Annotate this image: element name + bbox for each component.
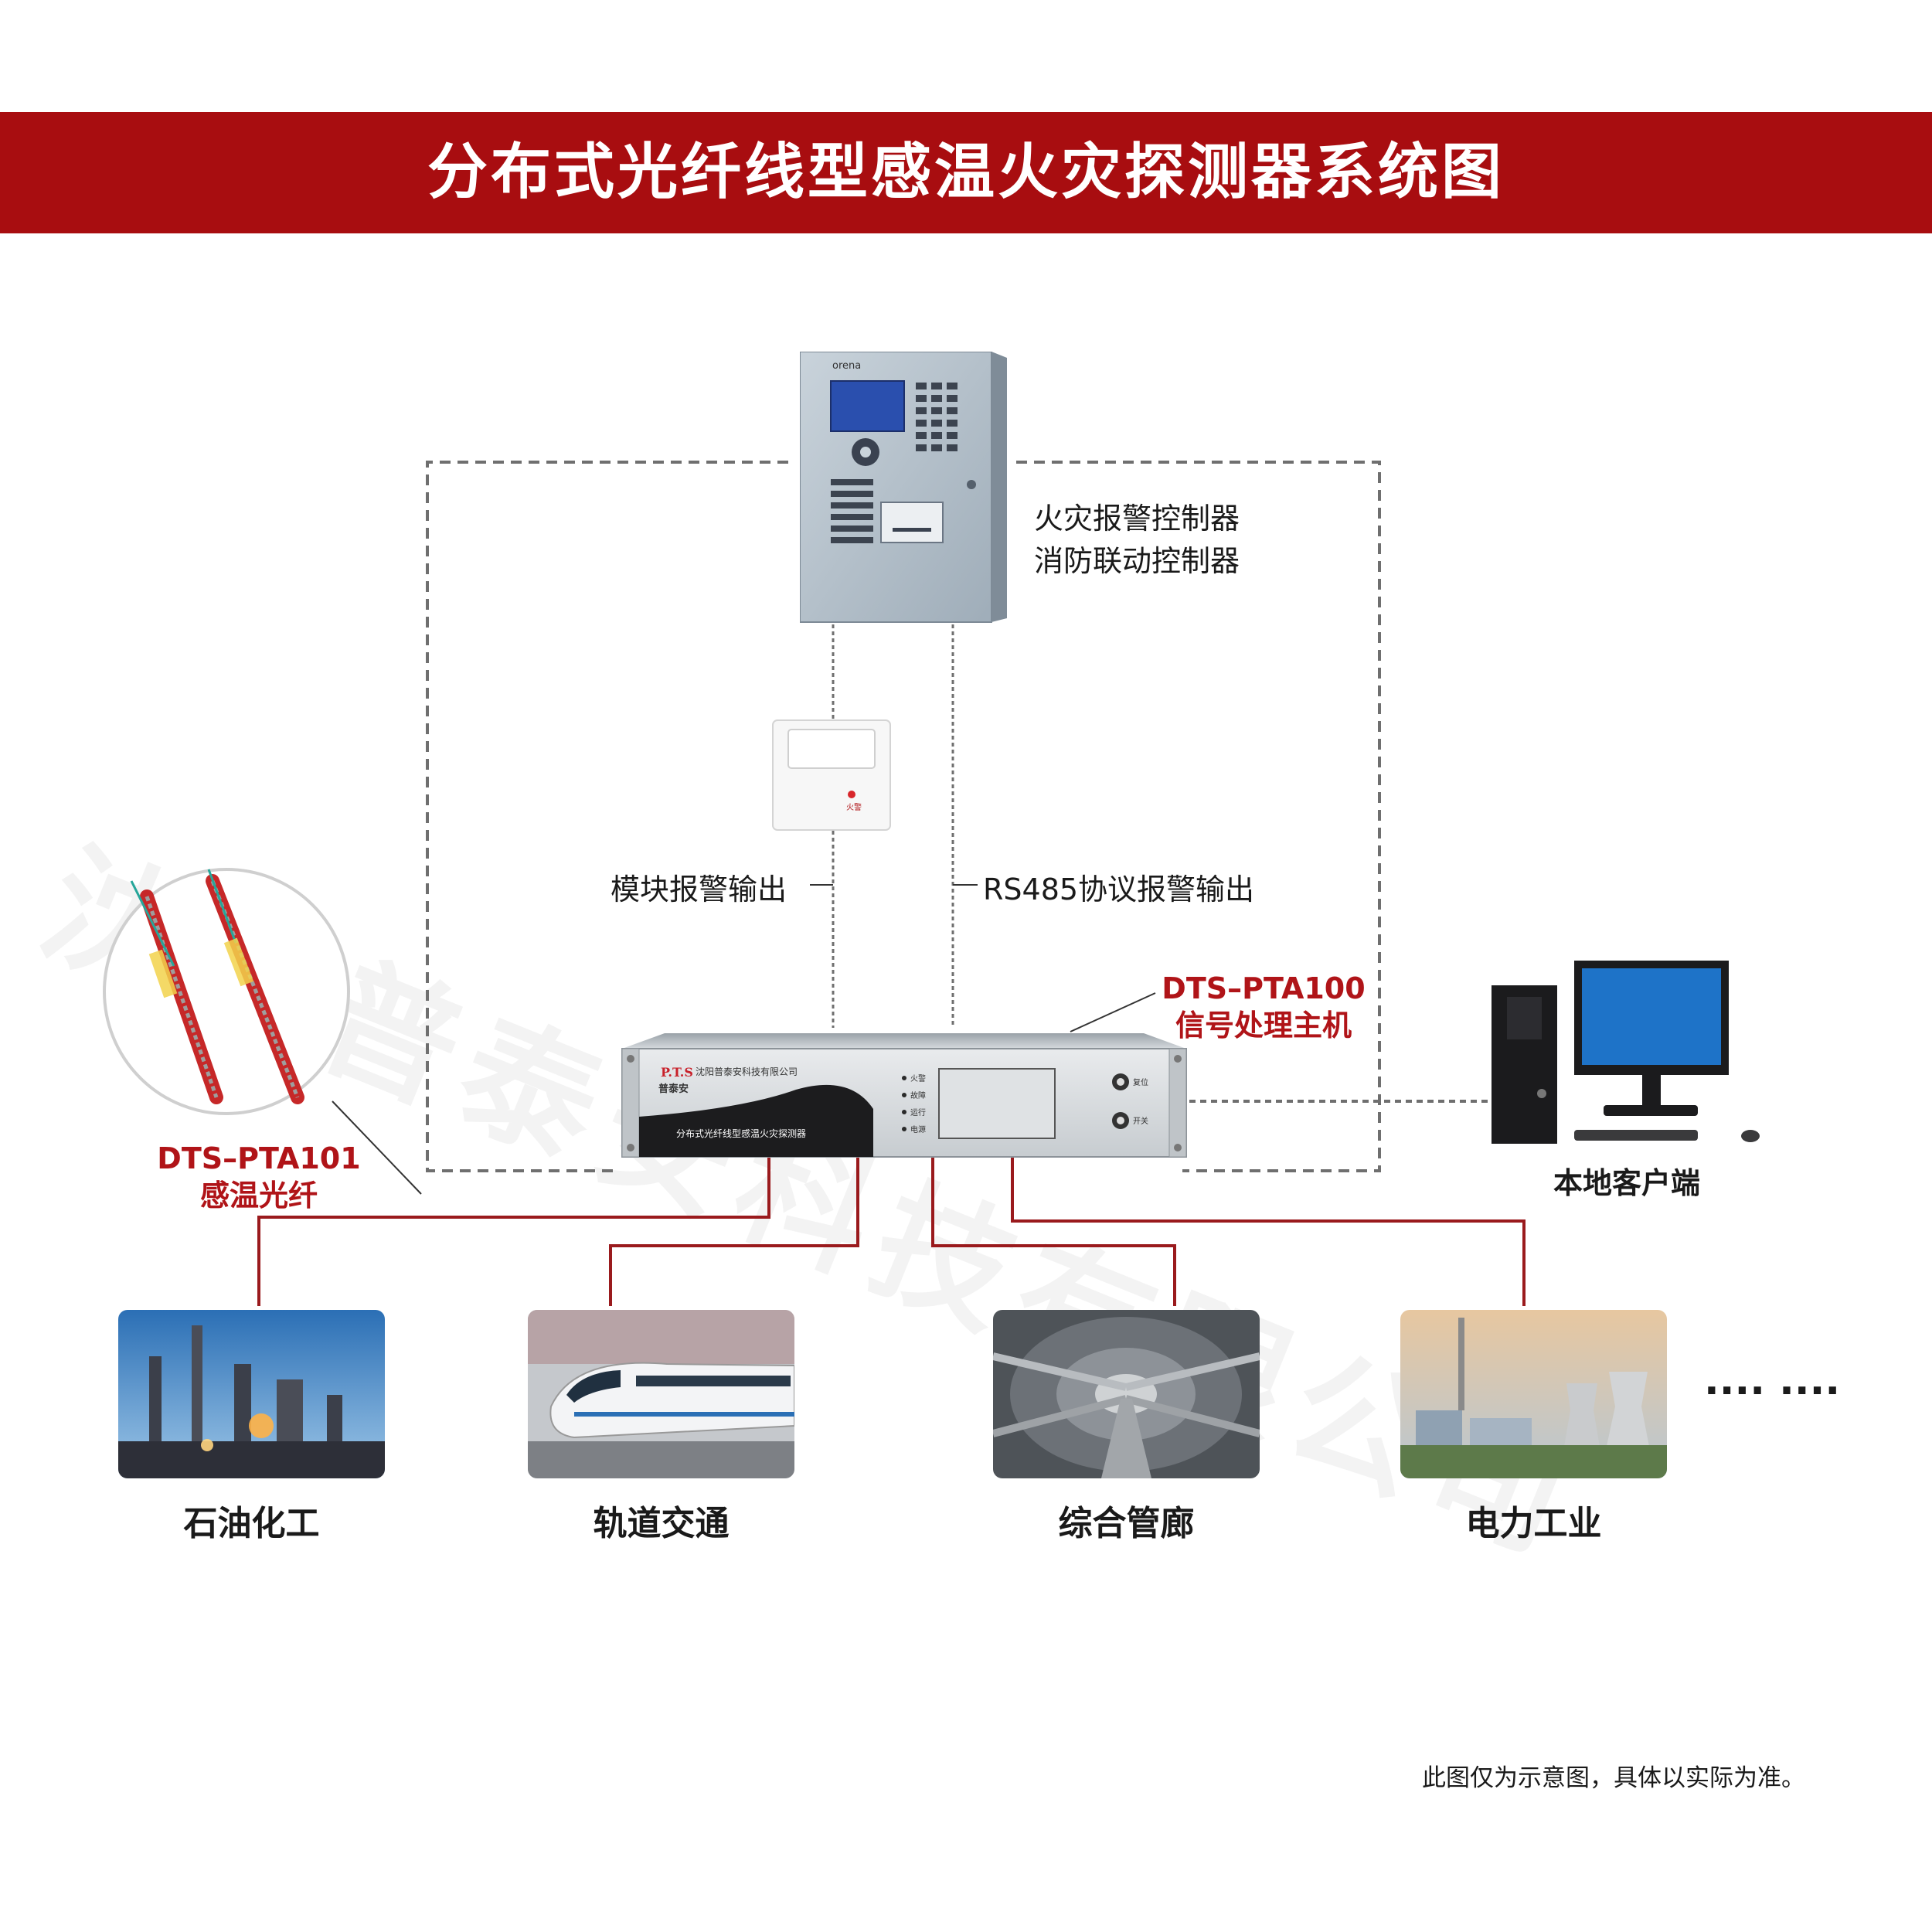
petrochemical-photo [118,1310,385,1478]
application-label-2: 轨道交通 [593,1504,730,1543]
dashed-loop-right [1016,461,1381,1172]
host-power-label: 开关 [1133,1116,1148,1126]
local-client-label: 本地客户端 [1553,1166,1700,1200]
host-logo: P.T.S [661,1065,693,1080]
alarm-module-illustration: 火警 [772,719,891,831]
host-label: DTS–PTA100 信号处理主机 [1151,970,1376,1044]
more-applications-ellipsis: ···· ···· [1704,1368,1841,1414]
host-company: 沈阳普泰安科技有限公司 [696,1066,798,1077]
host-name: 信号处理主机 [1175,1009,1352,1043]
app-link-3 [931,1151,1176,1306]
host-logo-cn: 普泰安 [658,1083,689,1095]
application-label-4: 电力工业 [1465,1504,1602,1543]
module-alarm-label: 火警 [846,802,862,812]
title-banner: 分布式光纤线型感温火灾探测器系统图 [0,112,1932,233]
fiber-magnifier-illustration [103,868,350,1115]
footnote: 此图仅为示意图，具体以实际为准。 [1422,1764,1805,1792]
app-link-1 [257,1151,770,1306]
app-link-2 [609,1151,859,1306]
controller-label-line2: 消防联动控制器 [1034,544,1240,578]
rs485-output-label: RS485协议报警输出 [983,872,1255,906]
page-title: 分布式光纤线型感温火灾探测器系统图 [427,138,1505,207]
host-reset-label: 复位 [1133,1077,1148,1087]
application-label-1: 石油化工 [183,1504,320,1543]
host-indicator-4: 电源 [910,1124,926,1134]
fiber-label-pointer [332,1100,422,1195]
host-indicator-3: 运行 [910,1107,926,1117]
host-panel-name: 分布式光纤线型感温火灾探测器 [676,1128,806,1139]
power-industry-photo [1400,1310,1667,1478]
controller-brand: orena [832,360,861,372]
signal-processing-host-illustration: P.T.S 普泰安 沈阳普泰安科技有限公司 分布式光纤线型感温火灾探测器 火警 … [621,1033,1187,1158]
application-label-3: 综合管廊 [1058,1504,1195,1543]
fiber-model: DTS–PTA101 [157,1141,361,1175]
local-client-illustration [1492,961,1760,1144]
host-label-pointer [1070,992,1156,1032]
host-indicator-2: 故障 [910,1090,926,1100]
fiber-label: DTS–PTA101 感温光纤 [147,1140,371,1214]
controller-label-line1: 火灾报警控制器 [1034,502,1240,536]
rail-transit-photo [528,1310,794,1478]
host-model: DTS–PTA100 [1162,971,1366,1005]
fiber-name: 感温光纤 [199,1179,318,1213]
fire-alarm-controller-illustration: orena [800,352,1007,623]
app-link-4 [1011,1151,1526,1306]
utility-tunnel-photo [993,1310,1260,1478]
dashed-loop-left [426,461,788,1172]
host-indicator-1: 火警 [910,1073,926,1083]
module-output-label: 模块报警输出 [611,872,787,906]
